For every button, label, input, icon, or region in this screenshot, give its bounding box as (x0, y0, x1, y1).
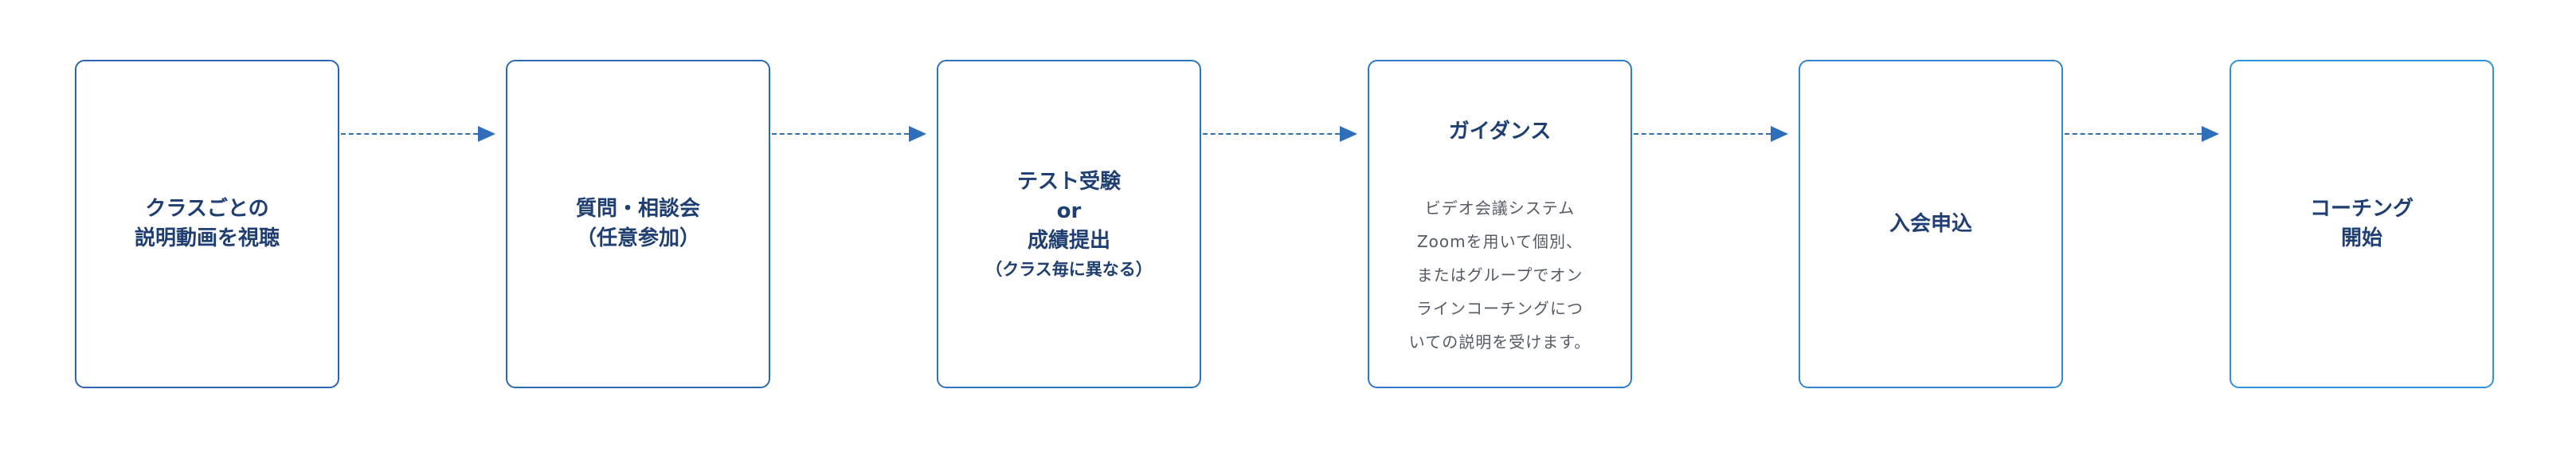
step-2-title-line-1: 質問・相談会 (575, 197, 700, 221)
step-2-box: 質問・相談会 （任意参加） (506, 60, 770, 388)
arrow-dashed-line (772, 133, 909, 135)
step-4-description-line-3: またはグループでオン (1416, 265, 1584, 285)
step-3-title-line-2: or (1056, 199, 1082, 223)
arrow-head-icon (2202, 126, 2219, 142)
arrow-4-to-5 (1634, 126, 1790, 142)
step-3-note: （クラス毎に異なる） (985, 259, 1153, 279)
step-5-title-line-1: 入会申込 (1889, 211, 1972, 236)
step-1-title-line-1: クラスごとの (145, 197, 269, 221)
step-6-title-line-2: 開始 (2340, 226, 2382, 250)
step-4-description-line-2: Zoomを用いて個別、 (1416, 232, 1584, 251)
step-1-title: クラスごとの 説明動画を視聴 (135, 195, 280, 254)
step-1-title-line-2: 説明動画を視聴 (134, 226, 280, 250)
step-3-title-line-3: 成績提出 (1027, 228, 1110, 253)
step-5-box: 入会申込 (1799, 60, 2063, 388)
arrow-dashed-line (341, 133, 478, 135)
step-3-title: テスト受験 or 成績提出 (1017, 167, 1121, 256)
step-2-title-line-2: （任意参加） (575, 226, 700, 250)
arrow-5-to-6 (2065, 126, 2221, 142)
arrow-head-icon (909, 126, 926, 142)
step-4-description-line-1: ビデオ会議システム (1424, 199, 1576, 218)
arrow-head-icon (478, 126, 495, 142)
step-6-box: コーチング 開始 (2230, 60, 2494, 388)
step-6-title-line-1: コーチング (2309, 197, 2414, 221)
step-1-box: クラスごとの 説明動画を視聴 (75, 60, 339, 388)
step-4-description: ビデオ会議システム Zoomを用いて個別、 またはグループでオン ラインコーチン… (1409, 191, 1591, 359)
step-6-title: コーチング 開始 (2310, 195, 2414, 254)
step-4-title-line-1: ガイダンス (1448, 120, 1552, 143)
step-4-title: ガイダンス (1449, 117, 1551, 147)
step-4-box: ガイダンス ビデオ会議システム Zoomを用いて個別、 またはグループでオン ラ… (1368, 60, 1632, 388)
arrow-2-to-3 (772, 126, 928, 142)
step-4-description-line-4: ラインコーチングにつ (1416, 299, 1584, 318)
step-5-title: 入会申込 (1889, 210, 1972, 239)
arrow-dashed-line (2065, 133, 2202, 135)
arrow-head-icon (1771, 126, 1788, 142)
arrow-dashed-line (1634, 133, 1771, 135)
step-2-title: 質問・相談会 （任意参加） (576, 195, 700, 254)
step-3-title-line-1: テスト受験 (1016, 169, 1121, 194)
arrow-3-to-4 (1203, 126, 1359, 142)
step-4-description-line-5: いての説明を受けます。 (1408, 332, 1591, 352)
arrow-head-icon (1340, 126, 1357, 142)
arrow-1-to-2 (341, 126, 497, 142)
step-3-box: テスト受験 or 成績提出 （クラス毎に異なる） (937, 60, 1201, 388)
arrow-dashed-line (1203, 133, 1340, 135)
